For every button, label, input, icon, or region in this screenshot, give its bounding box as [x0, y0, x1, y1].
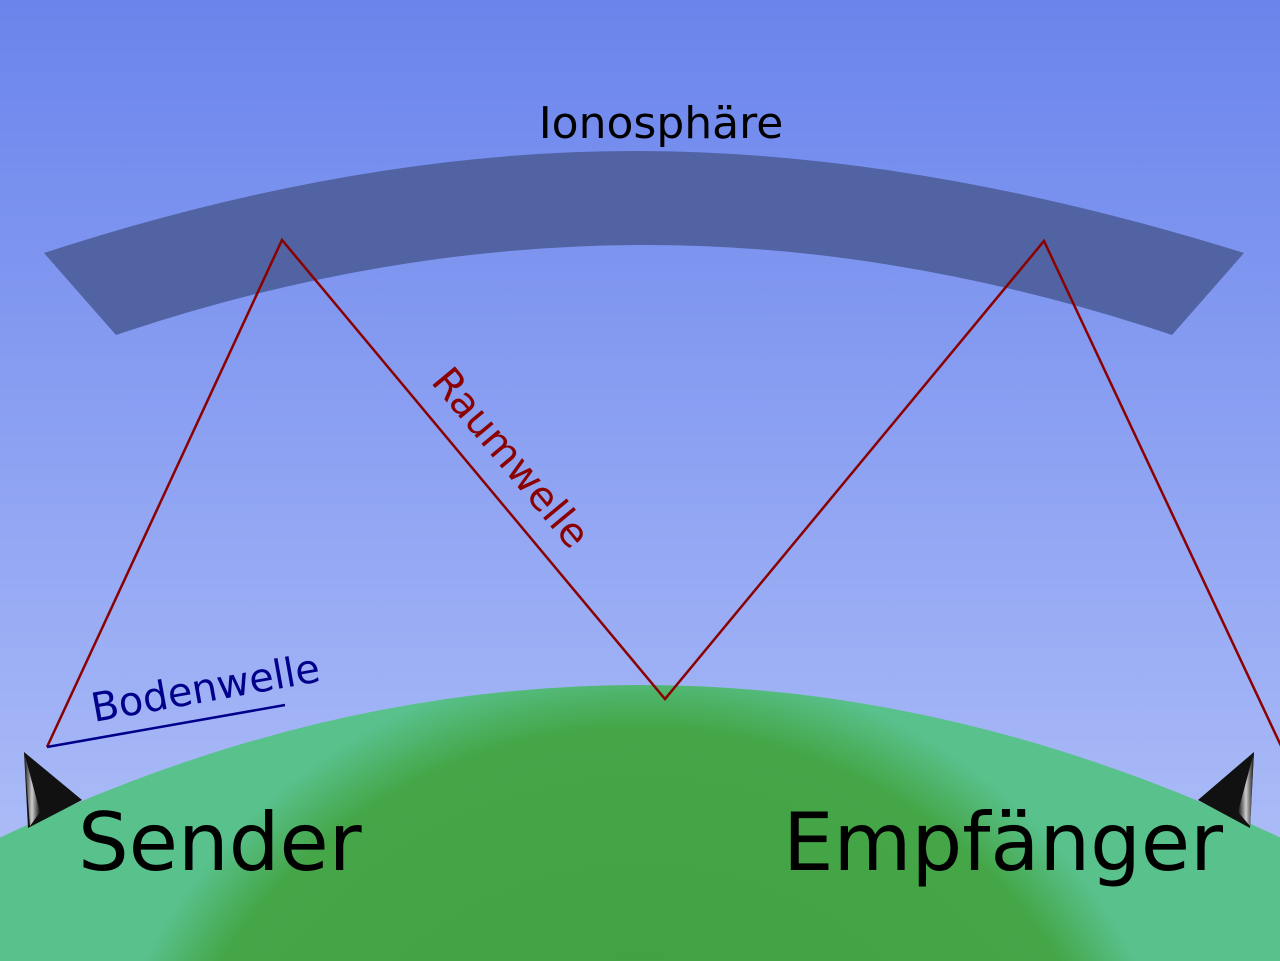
ionosphere-label: Ionosphäre — [539, 98, 784, 149]
ground-wave-path — [46, 703, 286, 749]
receiver-antenna-icon — [1198, 752, 1254, 828]
transmitter-antenna-icon — [24, 752, 82, 828]
earth-surface — [0, 685, 1280, 961]
transmitter-label: Sender — [78, 796, 362, 889]
ionosphere-band — [44, 150, 1244, 335]
receiver-label: Empfänger — [783, 796, 1223, 889]
sky-wave-path — [45, 237, 1280, 748]
